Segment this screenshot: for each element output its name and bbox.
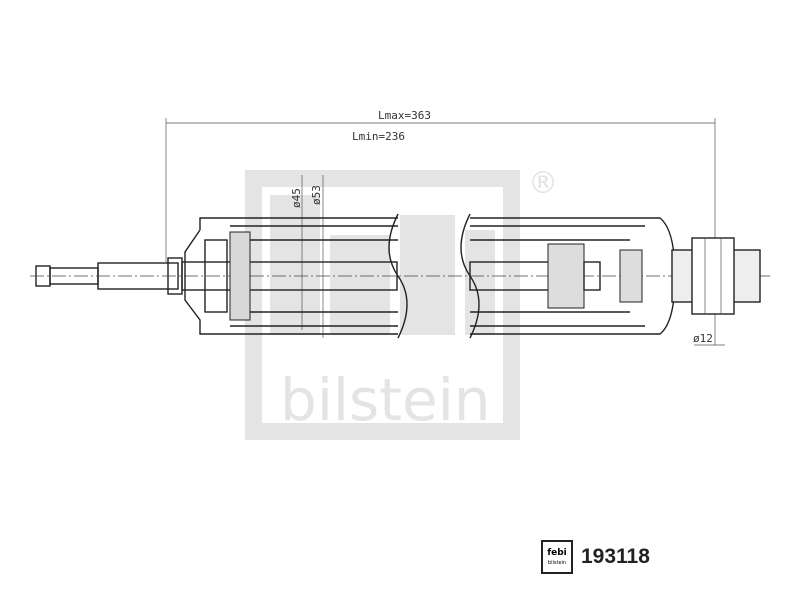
shock-body — [184, 213, 676, 339]
dimension-lmax: Lmax=363 Lmin=236 — [165, 109, 716, 345]
part-number: 193118 — [581, 545, 650, 568]
eye-bushing — [671, 237, 761, 315]
part-label: febi bilstein 193118 — [541, 540, 650, 574]
lmax-label: Lmax=363 — [378, 109, 431, 122]
watermark-logo: bilstein ® — [245, 166, 558, 440]
febi-logo: febi bilstein — [541, 540, 573, 574]
logo-text: febi — [547, 547, 567, 558]
lmin-label: Lmin=236 — [352, 130, 405, 143]
d53-label: ø53 — [310, 185, 323, 205]
diameter-labels: ø45 ø53 ø12 — [290, 175, 725, 346]
d12-label: ø12 — [693, 332, 713, 345]
registered-mark: ® — [528, 166, 558, 201]
logo-subtext: bilstein — [547, 559, 567, 566]
watermark-brand: bilstein — [280, 366, 491, 434]
d45-label: ø45 — [290, 188, 303, 208]
